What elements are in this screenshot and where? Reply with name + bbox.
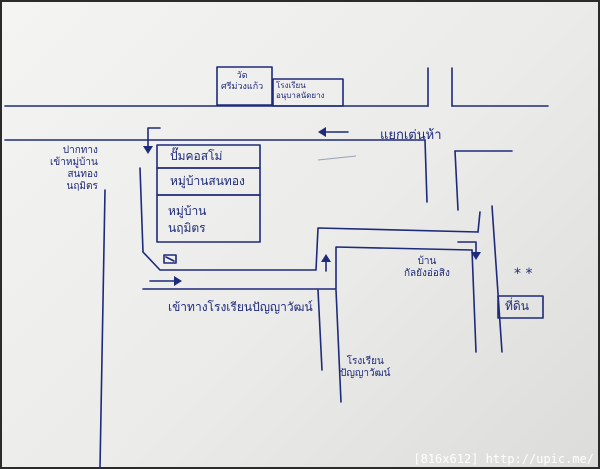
watermark: [816x612] http://upic.me/ <box>413 452 594 466</box>
arrow-right-school-road <box>149 276 182 286</box>
kindergarten-building <box>272 78 344 107</box>
school-lane-west <box>317 289 323 371</box>
village-entrance-label: ปากทาง เข้าหมู่บ้าน สนทอง นฤมิตร <box>50 145 98 192</box>
car-sketch <box>163 254 177 264</box>
house-block-edge <box>471 249 477 353</box>
road-south-west-edge <box>424 139 428 203</box>
right-road-east-edge <box>491 205 503 353</box>
stars-mark: * * <box>514 266 533 282</box>
village-sonthong-label: หมู่บ้านสนทอง <box>170 174 245 188</box>
house-label: บ้าน กัลยังอ่อสิง <box>404 256 450 279</box>
land-plot <box>497 295 544 319</box>
village-narumit-label: หมู่บ้าน นฤมิตร <box>168 204 207 235</box>
school-lane-east <box>335 289 342 403</box>
kindergarten-label: โรงเรียน อนุบาลนัดยาง <box>276 81 325 100</box>
village-road-west-edge <box>99 189 106 469</box>
school-label: โรงเรียน ปัญญาวัฒน์ <box>340 356 391 379</box>
land-label: ที่ดิน <box>505 299 529 313</box>
temple-building <box>216 66 273 106</box>
pencil-mark <box>317 155 357 161</box>
temple-label: วัด ศรีม่วงแก้ว <box>221 71 264 92</box>
village-road-east-edge <box>139 167 144 253</box>
school-road-south-edge <box>142 246 473 290</box>
arrow-left-top-road <box>318 127 349 137</box>
arrow-down-right-road <box>457 241 481 260</box>
arrow-down-village-entrance <box>143 127 161 154</box>
intersection-label: แยกเต่นห้า <box>380 128 442 143</box>
school-road-north-edge <box>142 227 479 271</box>
arrow-up-school-lane <box>321 254 331 272</box>
right-road-west-edge <box>477 211 481 233</box>
narumit-block <box>156 194 261 243</box>
school-entrance-label: เข้าทางโรงเรียนปัญญาวัฒน์ <box>168 300 313 314</box>
road-south-east-edge <box>454 150 459 211</box>
gas-station-label: ปั๊มคอสโม่ <box>170 149 223 163</box>
